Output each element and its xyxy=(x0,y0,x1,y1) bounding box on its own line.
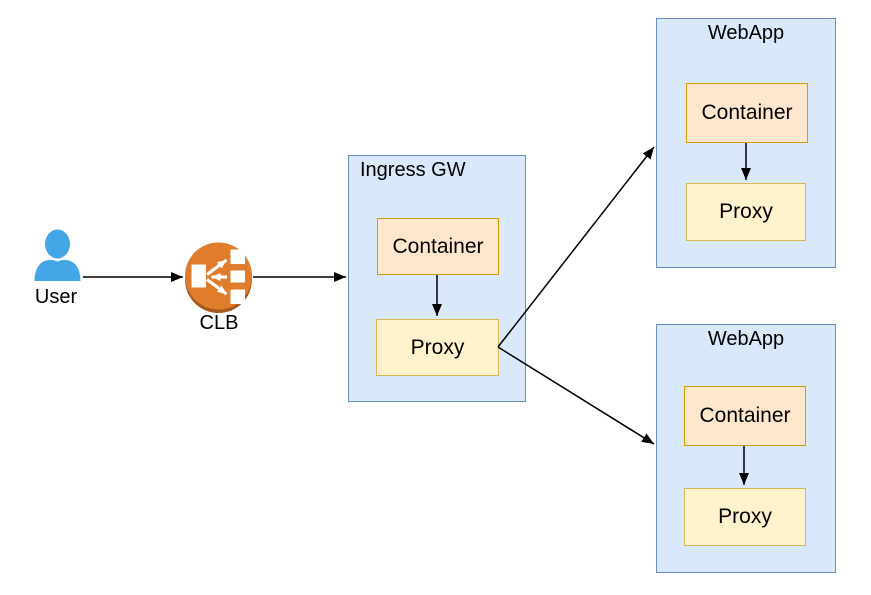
clb-label: CLB xyxy=(199,312,239,334)
ingress-gw-node: Ingress GW Container Proxy xyxy=(348,155,526,402)
user-label: User xyxy=(34,286,78,308)
webapp-top-container-box: Container xyxy=(686,83,808,143)
ingress-gw-proxy-box: Proxy xyxy=(376,319,499,376)
webapp-bottom-node: WebApp Container Proxy xyxy=(656,324,836,573)
webapp-top-proxy-box: Proxy xyxy=(686,183,806,241)
proxy-label: Proxy xyxy=(719,200,773,223)
webapp-top-title: WebApp xyxy=(707,22,785,44)
user-icon xyxy=(34,229,81,281)
webapp-bottom-title: WebApp xyxy=(707,328,785,350)
webapp-bottom-proxy-box: Proxy xyxy=(684,488,806,546)
ingress-gw-title: Ingress GW xyxy=(360,159,466,181)
proxy-label: Proxy xyxy=(410,335,465,359)
container-label: Container xyxy=(699,404,791,427)
webapp-bottom-container-box: Container xyxy=(684,386,806,446)
ingress-gw-container-box: Container xyxy=(377,218,499,275)
webapp-top-node: WebApp Container Proxy xyxy=(656,18,836,268)
container-label: Container xyxy=(392,234,484,258)
clb-load-balancer-icon xyxy=(185,242,252,313)
proxy-label: Proxy xyxy=(718,505,772,528)
container-label: Container xyxy=(701,101,793,124)
